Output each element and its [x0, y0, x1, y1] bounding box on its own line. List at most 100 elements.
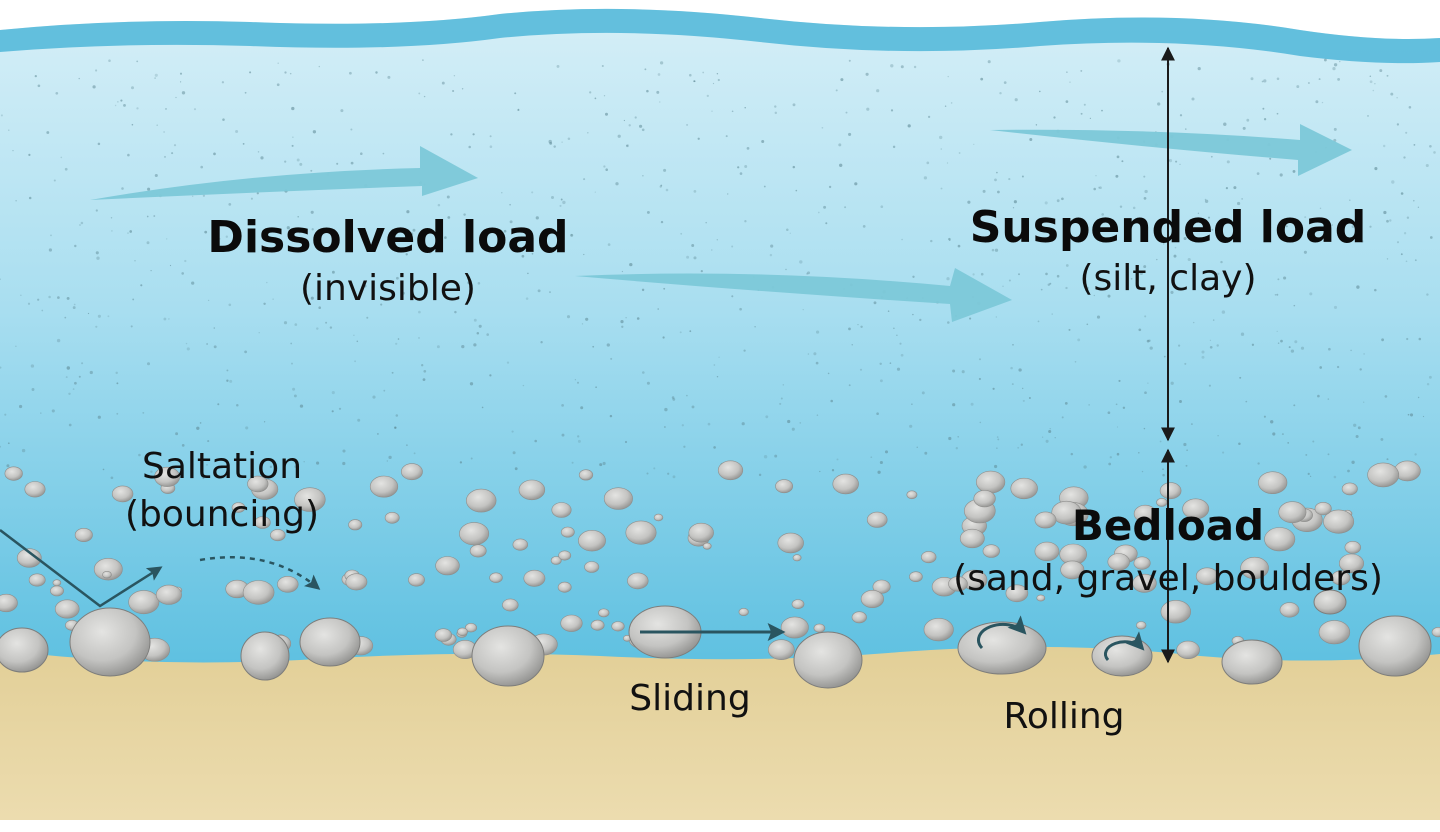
- particle-speck: [0, 445, 2, 448]
- particle-speck: [256, 192, 259, 195]
- particle-speck: [831, 469, 835, 472]
- particle-speck: [107, 315, 110, 318]
- particle-speck: [1396, 97, 1398, 99]
- particle-speck: [1184, 362, 1187, 365]
- particle-speck: [1280, 339, 1283, 343]
- particle-speck: [470, 457, 473, 460]
- particle-speck: [553, 145, 556, 148]
- particle-speck: [659, 185, 662, 188]
- particle-speck: [522, 384, 525, 387]
- particle-speck: [1064, 402, 1068, 405]
- particle-speck: [626, 144, 630, 148]
- particle-speck: [1288, 346, 1291, 349]
- particle-speck: [713, 364, 716, 366]
- particle-speck: [1116, 155, 1120, 159]
- particle-speck: [636, 317, 640, 320]
- particle-speck: [284, 71, 287, 74]
- particle-speck: [500, 229, 503, 233]
- particle-speck: [659, 101, 661, 103]
- particle-speck: [163, 317, 167, 321]
- current-arrow-middle: [575, 268, 1012, 322]
- pebble: [50, 585, 64, 597]
- particle-speck: [774, 111, 778, 115]
- particle-speck: [405, 253, 408, 256]
- particle-speck: [1157, 102, 1161, 106]
- particle-speck: [940, 148, 943, 150]
- particle-speck: [1223, 122, 1227, 126]
- particle-speck: [1178, 344, 1181, 347]
- particle-speck: [1422, 415, 1425, 418]
- particle-speck: [1161, 90, 1164, 93]
- particle-speck: [1147, 382, 1149, 384]
- particle-speck: [204, 230, 208, 234]
- particle-speck: [1053, 116, 1056, 119]
- particle-speck: [646, 210, 650, 214]
- particle-speck: [1414, 259, 1417, 262]
- particle-speck: [110, 476, 114, 480]
- particle-speck: [353, 334, 355, 336]
- particle-speck: [1296, 85, 1300, 89]
- particle-speck: [656, 90, 660, 94]
- particle-speck: [1130, 277, 1133, 280]
- particle-speck: [192, 195, 194, 197]
- particle-speck: [540, 341, 543, 344]
- particle-speck: [1263, 118, 1267, 121]
- particle-speck: [997, 438, 1000, 441]
- particle-speck: [291, 106, 295, 111]
- pebble: [1240, 556, 1269, 580]
- particle-speck: [394, 426, 397, 429]
- particle-speck: [520, 248, 523, 251]
- particle-speck: [48, 295, 51, 299]
- pebble: [909, 571, 923, 583]
- particle-speck: [782, 384, 785, 386]
- particle-speck: [1408, 106, 1412, 109]
- particle-speck: [662, 336, 665, 339]
- particle-speck: [1403, 156, 1406, 159]
- particle-speck: [481, 406, 484, 409]
- particle-speck: [1162, 468, 1164, 470]
- particle-speck: [1100, 235, 1103, 238]
- particle-speck: [689, 73, 692, 77]
- particle-speck: [848, 327, 851, 331]
- particle-speck: [1261, 80, 1264, 83]
- particle-speck: [15, 345, 17, 347]
- pebble: [1133, 504, 1157, 523]
- particle-speck: [1204, 199, 1209, 203]
- particle-speck: [994, 464, 998, 469]
- pebble: [872, 579, 891, 594]
- particle-speck: [1121, 160, 1124, 163]
- pebble: [1344, 541, 1362, 554]
- particle-speck: [66, 366, 71, 370]
- particle-speck: [1192, 321, 1195, 324]
- particle-speck: [1018, 273, 1020, 276]
- particle-speck: [181, 91, 186, 95]
- particle-speck: [860, 325, 863, 328]
- particle-speck: [1327, 453, 1330, 456]
- particle-speck: [1396, 241, 1400, 244]
- particle-speck: [944, 105, 947, 107]
- particle-speck: [663, 168, 667, 172]
- particle-speck: [570, 233, 574, 237]
- particle-speck: [1117, 59, 1121, 63]
- particle-speck: [1374, 288, 1377, 292]
- particle-speck: [1216, 344, 1219, 347]
- particle-speck: [1011, 383, 1014, 386]
- pebble: [52, 579, 62, 587]
- particle-speck: [423, 369, 427, 373]
- pebble: [408, 573, 425, 587]
- saltation-dashed-arc: [199, 556, 321, 590]
- pebble: [1107, 553, 1130, 571]
- particle-speck: [1277, 342, 1280, 344]
- particle-speck: [982, 189, 986, 193]
- particle-speck: [1191, 97, 1195, 101]
- particle-speck: [1374, 83, 1376, 85]
- particle-speck: [896, 367, 901, 371]
- particle-speck: [274, 247, 277, 250]
- pebble: [469, 544, 487, 558]
- particle-speck: [1294, 340, 1298, 344]
- particle-speck: [325, 321, 328, 324]
- particle-speck: [156, 124, 158, 126]
- pebble: [959, 528, 985, 549]
- pebble: [1005, 584, 1029, 603]
